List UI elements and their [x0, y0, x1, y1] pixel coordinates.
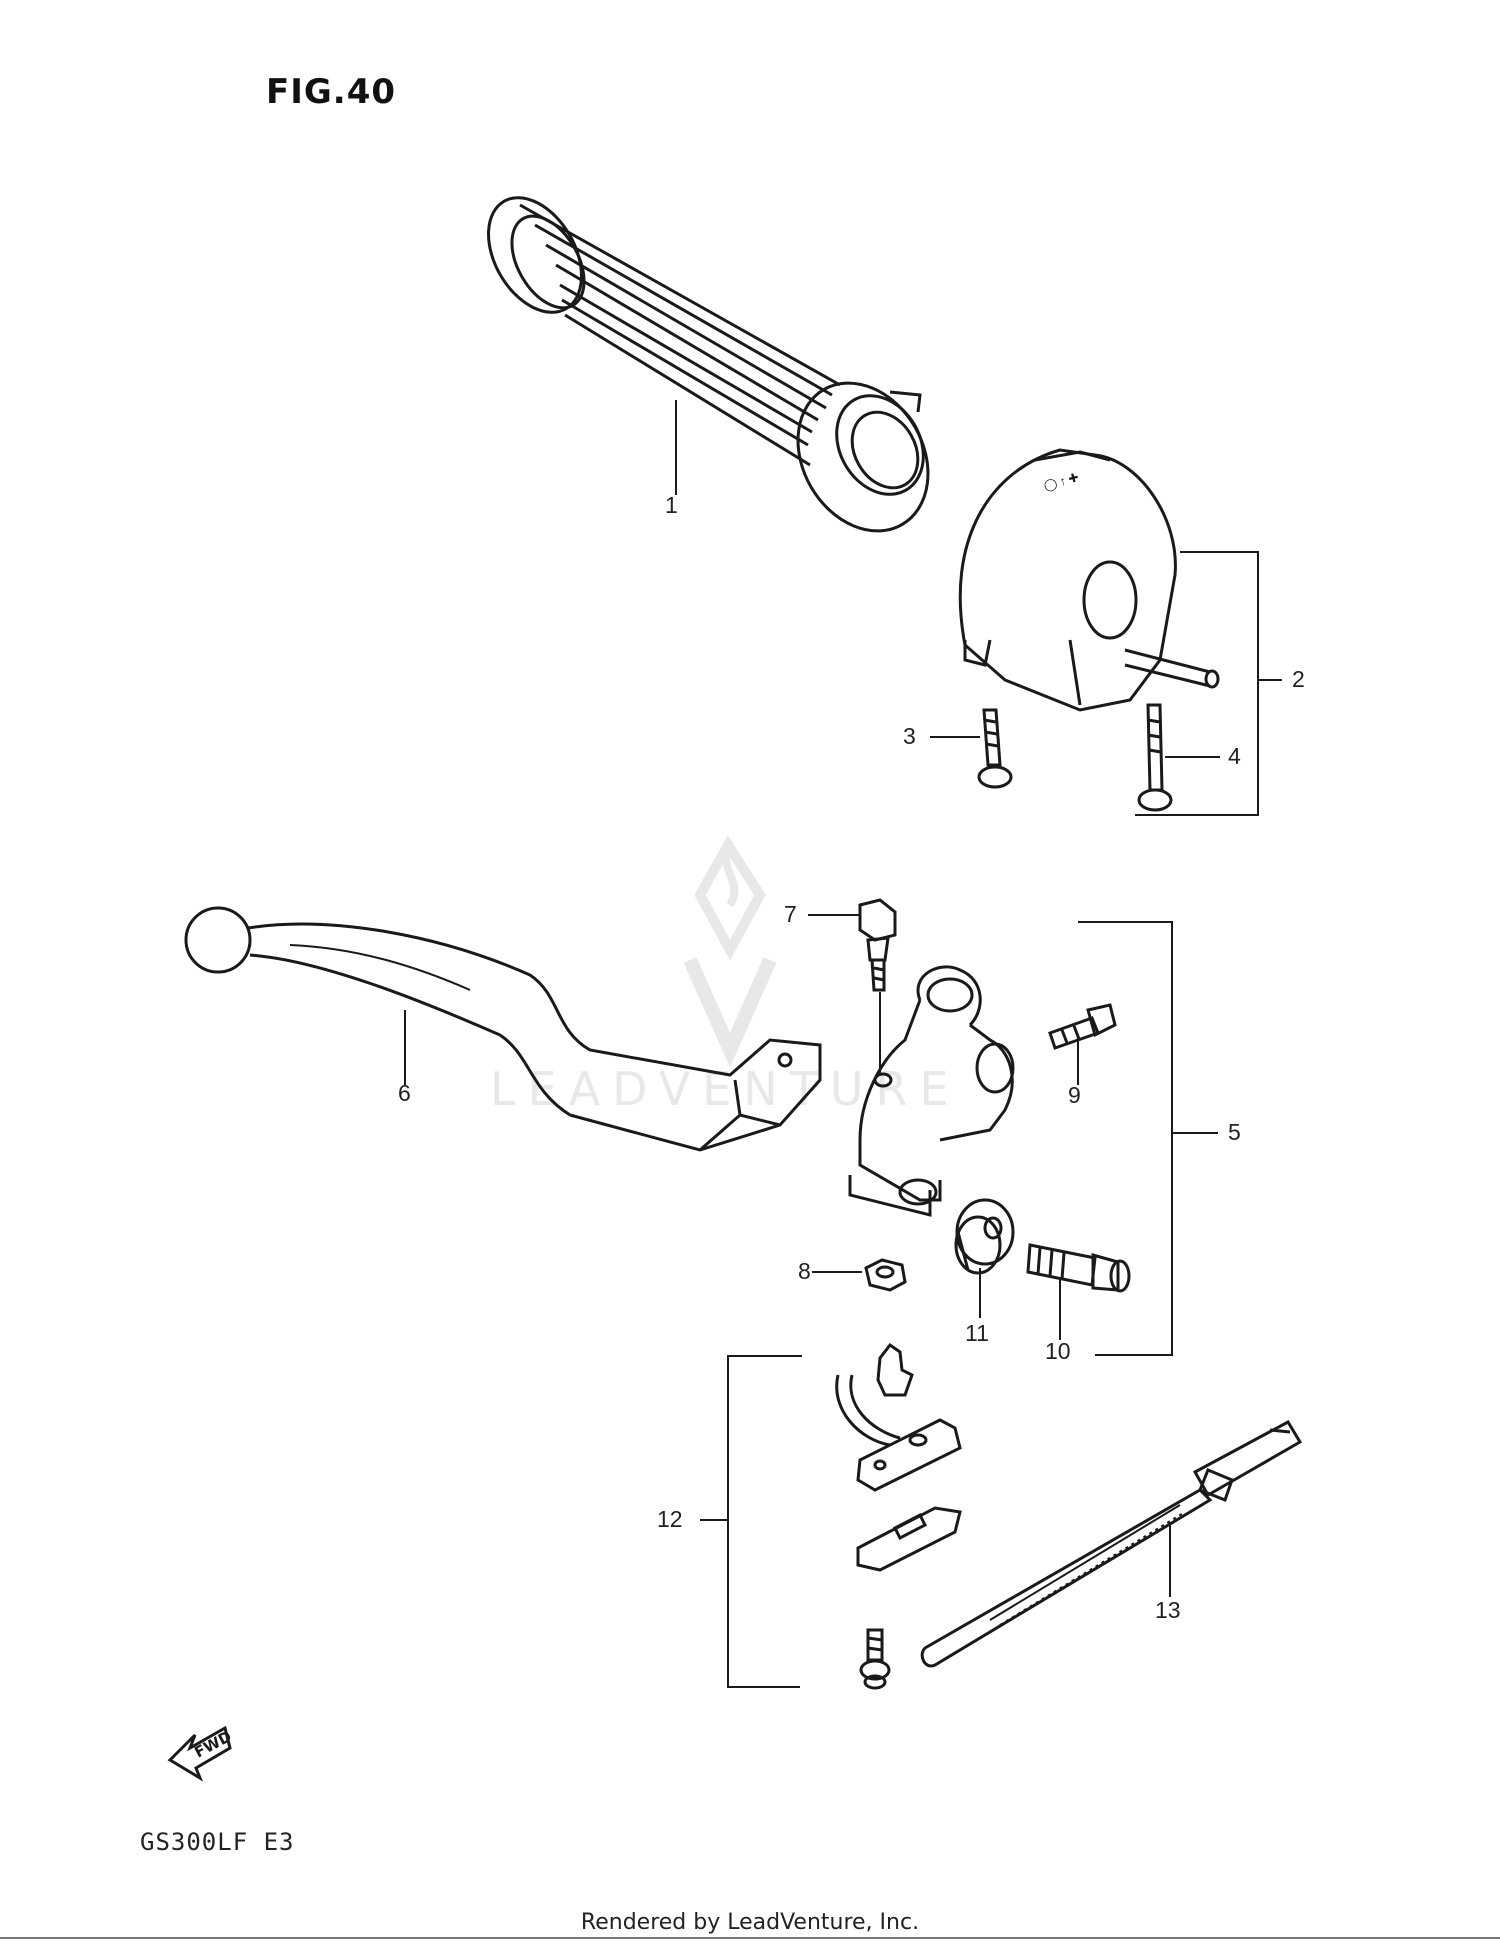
callout-6: 6 — [398, 1080, 411, 1106]
part-12-screw — [859, 1628, 891, 1690]
callout-3: 3 — [903, 723, 916, 749]
part-10-adjuster-bolt — [1026, 1243, 1131, 1293]
figure-title: FIG.40 — [266, 72, 397, 112]
model-code: GS300LF E3 — [140, 1828, 295, 1856]
part-9-screw — [1048, 1003, 1117, 1050]
part-3-screw — [977, 708, 1013, 789]
part-8-nut — [864, 1258, 907, 1292]
callout-12: 12 — [657, 1506, 683, 1532]
leader-2-bracket — [1135, 551, 1259, 816]
callout-11: 11 — [965, 1320, 989, 1346]
callout-4: 4 — [1228, 743, 1241, 769]
render-credit: Rendered by LeadVenture, Inc. — [580, 1910, 920, 1935]
fwd-arrow-icon: FWD — [167, 1725, 235, 1782]
callout-1: 1 — [665, 492, 678, 518]
part-6-lever — [184, 906, 822, 1152]
watermark-text: LEADVENTURE — [490, 1062, 961, 1116]
callout-13: 13 — [1155, 1597, 1181, 1623]
part-13-cable-tie — [920, 1420, 1303, 1668]
part-11-lock-nut — [954, 1198, 1015, 1275]
callout-2: 2 — [1292, 666, 1305, 692]
callout-5: 5 — [1228, 1119, 1241, 1145]
part-1-grip — [487, 196, 930, 533]
leader-5-bracket — [1078, 921, 1173, 1356]
part-12-switch-set — [835, 1342, 962, 1572]
part-5-lever-bracket — [848, 965, 1015, 1217]
watermark-logo: LEADVENTURE — [490, 835, 961, 1116]
svg-text:◯ ↑ ✚: ◯ ↑ ✚ — [1042, 470, 1080, 493]
leader-lines — [404, 400, 1282, 1688]
callout-10: 10 — [1045, 1338, 1071, 1364]
callout-9: 9 — [1068, 1082, 1081, 1108]
callout-7: 7 — [784, 901, 797, 927]
part-4-screw — [1137, 703, 1173, 812]
leader-12-bracket — [727, 1355, 802, 1688]
part-7-pivot-bolt — [858, 898, 897, 1075]
footer-divider — [0, 1937, 1500, 1939]
callout-8: 8 — [798, 1258, 811, 1284]
part-2-switch-housing: ◯ ↑ ✚ — [958, 448, 1220, 712]
